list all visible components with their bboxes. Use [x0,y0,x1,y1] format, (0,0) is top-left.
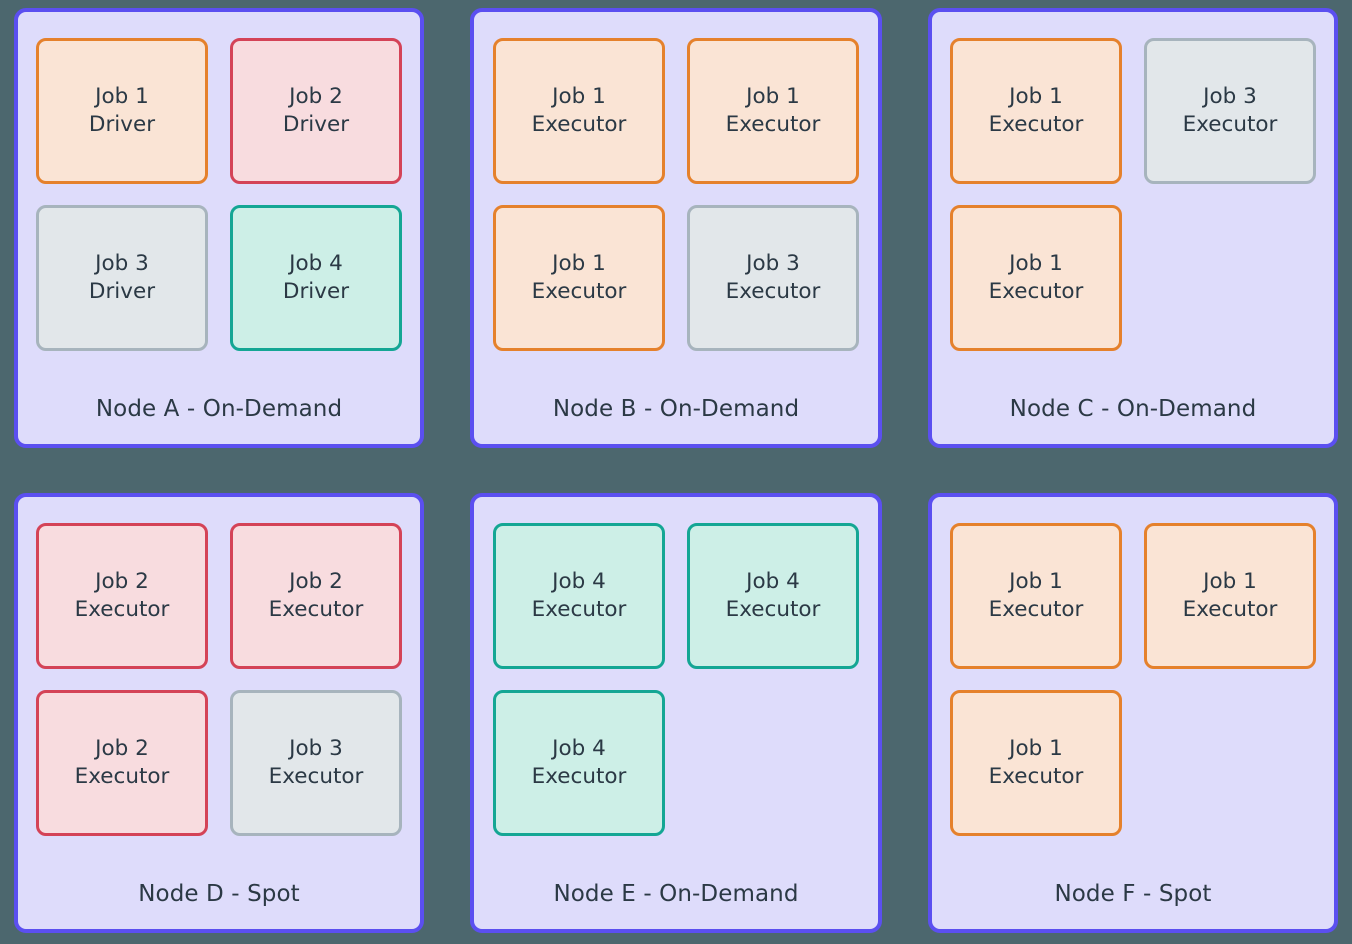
job-box-title: Job 2 [289,84,343,110]
empty-slot [687,690,859,836]
node-label: Node E - On-Demand [553,881,799,907]
job-box-title: Job 1 [552,251,606,277]
job-box-role: Executor [531,764,627,789]
job-box-role: Executor [1182,597,1278,622]
job-box-title: Job 1 [1009,569,1063,595]
job-box-role: Executor [988,764,1084,789]
job-box-role: Executor [531,597,627,622]
job-box-role: Executor [268,597,364,622]
job-box-title: Job 1 [1009,736,1063,762]
job-box-title: Job 3 [289,736,343,762]
job-box-role: Executor [988,112,1084,137]
node-label: Node B - On-Demand [552,396,800,422]
job-box-title: Job 4 [552,736,606,762]
node-label: Node D - Spot [138,881,300,907]
job-box-role: Executor [268,764,364,789]
job-box-role: Executor [725,112,821,137]
job-box-role: Driver [88,279,156,304]
job-box-role: Executor [1182,112,1278,137]
node-label: Node A - On-Demand [95,396,343,422]
empty-slot [1144,205,1316,351]
job-box-title: Job 3 [95,251,149,277]
job-box-role: Executor [531,279,627,304]
job-box-role: Driver [282,112,350,137]
job-box-role: Executor [725,597,821,622]
job-box-role: Executor [988,279,1084,304]
job-box-role: Executor [74,764,170,789]
job-box-role: Executor [988,597,1084,622]
job-box-title: Job 1 [95,84,149,110]
job-box-title: Job 4 [746,569,800,595]
job-box-title: Job 4 [552,569,606,595]
job-box-title: Job 1 [1009,84,1063,110]
job-box-title: Job 3 [1203,84,1257,110]
job-box-role: Driver [282,279,350,304]
job-box-role: Executor [74,597,170,622]
job-box-title: Job 2 [95,736,149,762]
node-label: Node C - On-Demand [1009,396,1257,422]
node-label: Node F - Spot [1054,881,1212,907]
job-box-title: Job 2 [95,569,149,595]
job-box-title: Job 2 [289,569,343,595]
job-box-title: Job 1 [552,84,606,110]
job-box-title: Job 1 [1009,251,1063,277]
job-box-title: Job 4 [289,251,343,277]
job-box-title: Job 3 [746,251,800,277]
job-box-title: Job 1 [746,84,800,110]
job-box-role: Driver [88,112,156,137]
job-box-role: Executor [725,279,821,304]
job-box-title: Job 1 [1203,569,1257,595]
empty-slot [1144,690,1316,836]
job-box-role: Executor [531,112,627,137]
